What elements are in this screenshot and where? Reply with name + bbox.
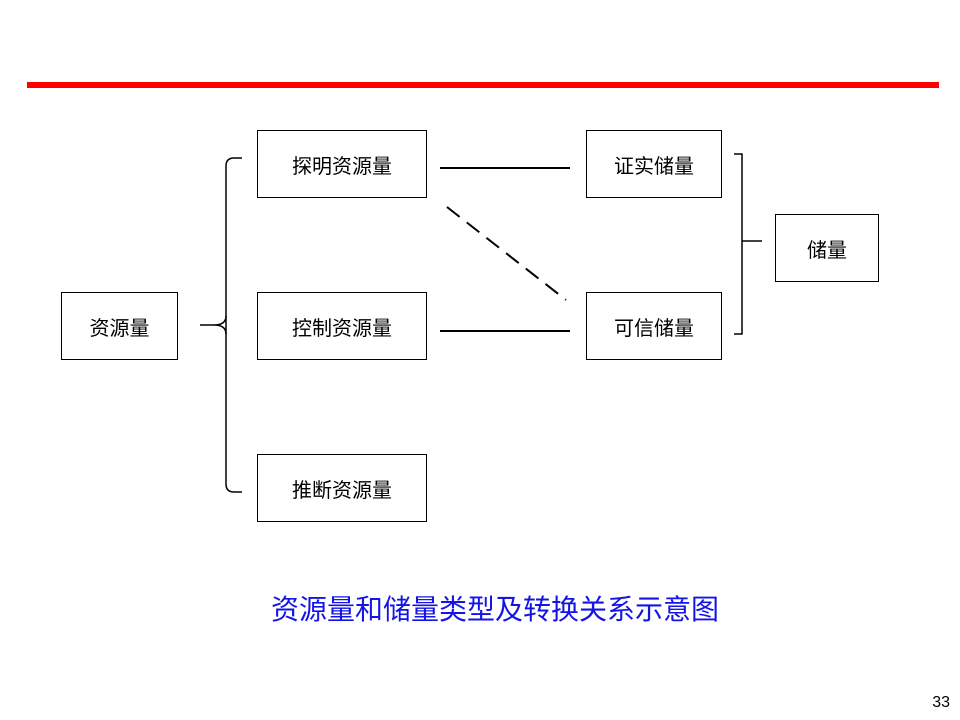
node-proven-reserves: 证实储量 xyxy=(586,130,722,198)
resource-brace xyxy=(225,157,242,493)
node-explored-resources: 探明资源量 xyxy=(257,130,427,198)
top-red-rule xyxy=(27,82,939,88)
page-number: 33 xyxy=(932,694,950,711)
resource-brace-tip xyxy=(200,315,227,335)
edge-explored-probable xyxy=(446,206,567,301)
diagram-caption: 资源量和储量类型及转换关系示意图 xyxy=(270,593,719,626)
node-reserves: 储量 xyxy=(775,214,879,282)
reserve-brace xyxy=(734,153,743,335)
node-inferred-resources: 推断资源量 xyxy=(257,454,427,522)
node-controlled-resources: 控制资源量 xyxy=(257,292,427,360)
node-probable-reserves: 可信储量 xyxy=(586,292,722,360)
node-resources: 资源量 xyxy=(61,292,178,360)
